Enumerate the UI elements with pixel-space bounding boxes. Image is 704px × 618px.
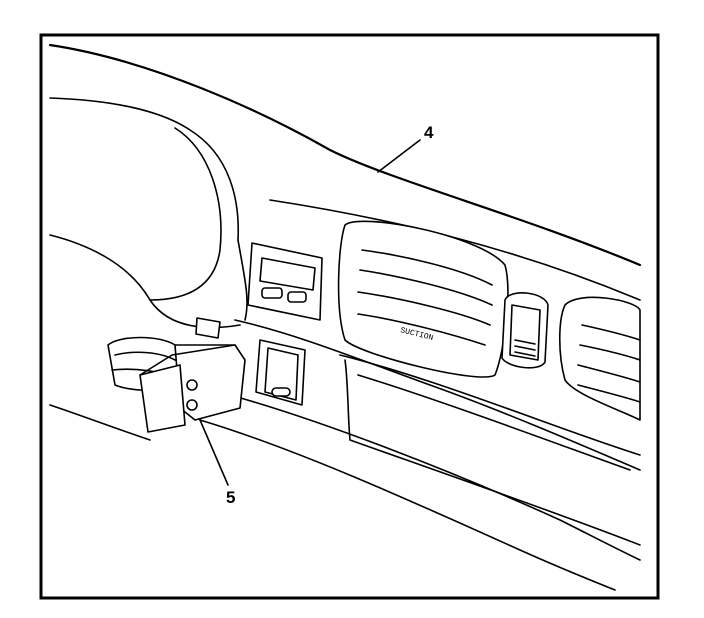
display-panel	[247, 242, 323, 321]
switch-assembly	[107, 317, 246, 433]
hazard-switch	[501, 292, 549, 369]
storage-bin	[339, 354, 641, 546]
center-vent-right	[559, 296, 641, 421]
callout-leaders	[199, 139, 421, 486]
callout-5: 5	[226, 488, 235, 507]
center-vent-left: SUCTION	[337, 220, 509, 378]
callout-4: 4	[424, 123, 434, 142]
instrument-panel	[48, 43, 642, 591]
switch-cavity	[255, 339, 306, 406]
